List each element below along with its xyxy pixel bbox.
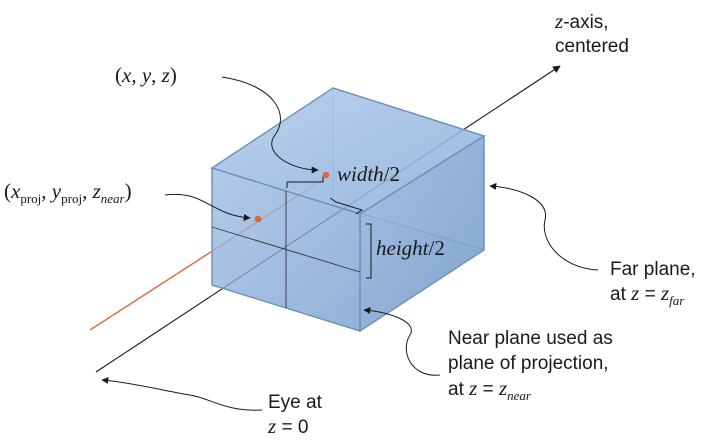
leader-far-plane bbox=[489, 182, 599, 271]
proj-x-sub: proj bbox=[20, 191, 41, 206]
eye-rest: = 0 bbox=[276, 417, 308, 438]
proj-y: y bbox=[50, 179, 62, 203]
point-xyz-label: (x, y, z) bbox=[115, 63, 177, 87]
z-axis-z: z bbox=[554, 9, 563, 33]
eye-label-line1: Eye at bbox=[268, 392, 323, 413]
near-plane-label-line3: at z = znear bbox=[448, 376, 532, 403]
far-plane-label-line2: at z = zfar bbox=[610, 281, 685, 308]
height-bracket bbox=[366, 223, 372, 279]
near-sub: near bbox=[507, 388, 532, 403]
depth-bracket bbox=[329, 197, 364, 215]
far-sub: far bbox=[669, 293, 685, 308]
height-suffix: /2 bbox=[429, 236, 445, 260]
z-axis-label-line1: z-axis, bbox=[554, 9, 609, 33]
far-plane-label-line1: Far plane, bbox=[610, 259, 696, 280]
z-axis-rest: -axis, bbox=[563, 12, 608, 33]
near-plane-label-line2: plane of projection, bbox=[448, 353, 609, 374]
leader-point-proj bbox=[164, 193, 251, 222]
height-word: height bbox=[376, 236, 430, 260]
far-at: at bbox=[610, 284, 631, 305]
proj-z-sub: near bbox=[101, 191, 126, 206]
point-x: x bbox=[121, 63, 132, 87]
z-axis-label-line2: centered bbox=[555, 36, 629, 57]
near-plane-label-line1: Near plane used as bbox=[448, 328, 613, 349]
proj-x: x bbox=[10, 179, 21, 203]
point-y: y bbox=[140, 63, 152, 87]
width-suffix: /2 bbox=[384, 162, 400, 186]
point-open: ( bbox=[115, 63, 122, 87]
height-half-label: height/2 bbox=[376, 236, 445, 260]
proj-y-sub: proj bbox=[61, 191, 82, 206]
proj-close: ) bbox=[125, 179, 132, 203]
far-z2: z bbox=[660, 281, 669, 305]
width-bracket bbox=[286, 176, 324, 188]
proj-open: ( bbox=[4, 179, 11, 203]
width-half-label: width/2 bbox=[337, 162, 400, 186]
projected-point-label: (xproj, yproj, znear) bbox=[4, 179, 132, 206]
point-z: z bbox=[161, 63, 170, 87]
width-word: width bbox=[337, 162, 384, 186]
far-eq: = bbox=[639, 284, 661, 305]
point-close: ) bbox=[170, 63, 177, 87]
far-z: z bbox=[630, 281, 639, 305]
proj-z: z bbox=[92, 179, 101, 203]
eye-z: z bbox=[267, 414, 276, 438]
near-eq: = bbox=[477, 379, 499, 400]
near-plane-horizontal-center bbox=[211, 226, 361, 273]
leader-point-xyz bbox=[221, 76, 319, 174]
eye-label-line2: z = 0 bbox=[267, 414, 308, 438]
leader-eye bbox=[101, 376, 263, 411]
near-at: at bbox=[448, 379, 469, 400]
near-z: z bbox=[468, 376, 477, 400]
point-projected bbox=[254, 215, 262, 223]
leader-near-plane bbox=[363, 306, 441, 376]
near-z2: z bbox=[498, 376, 507, 400]
point-far bbox=[322, 171, 330, 179]
